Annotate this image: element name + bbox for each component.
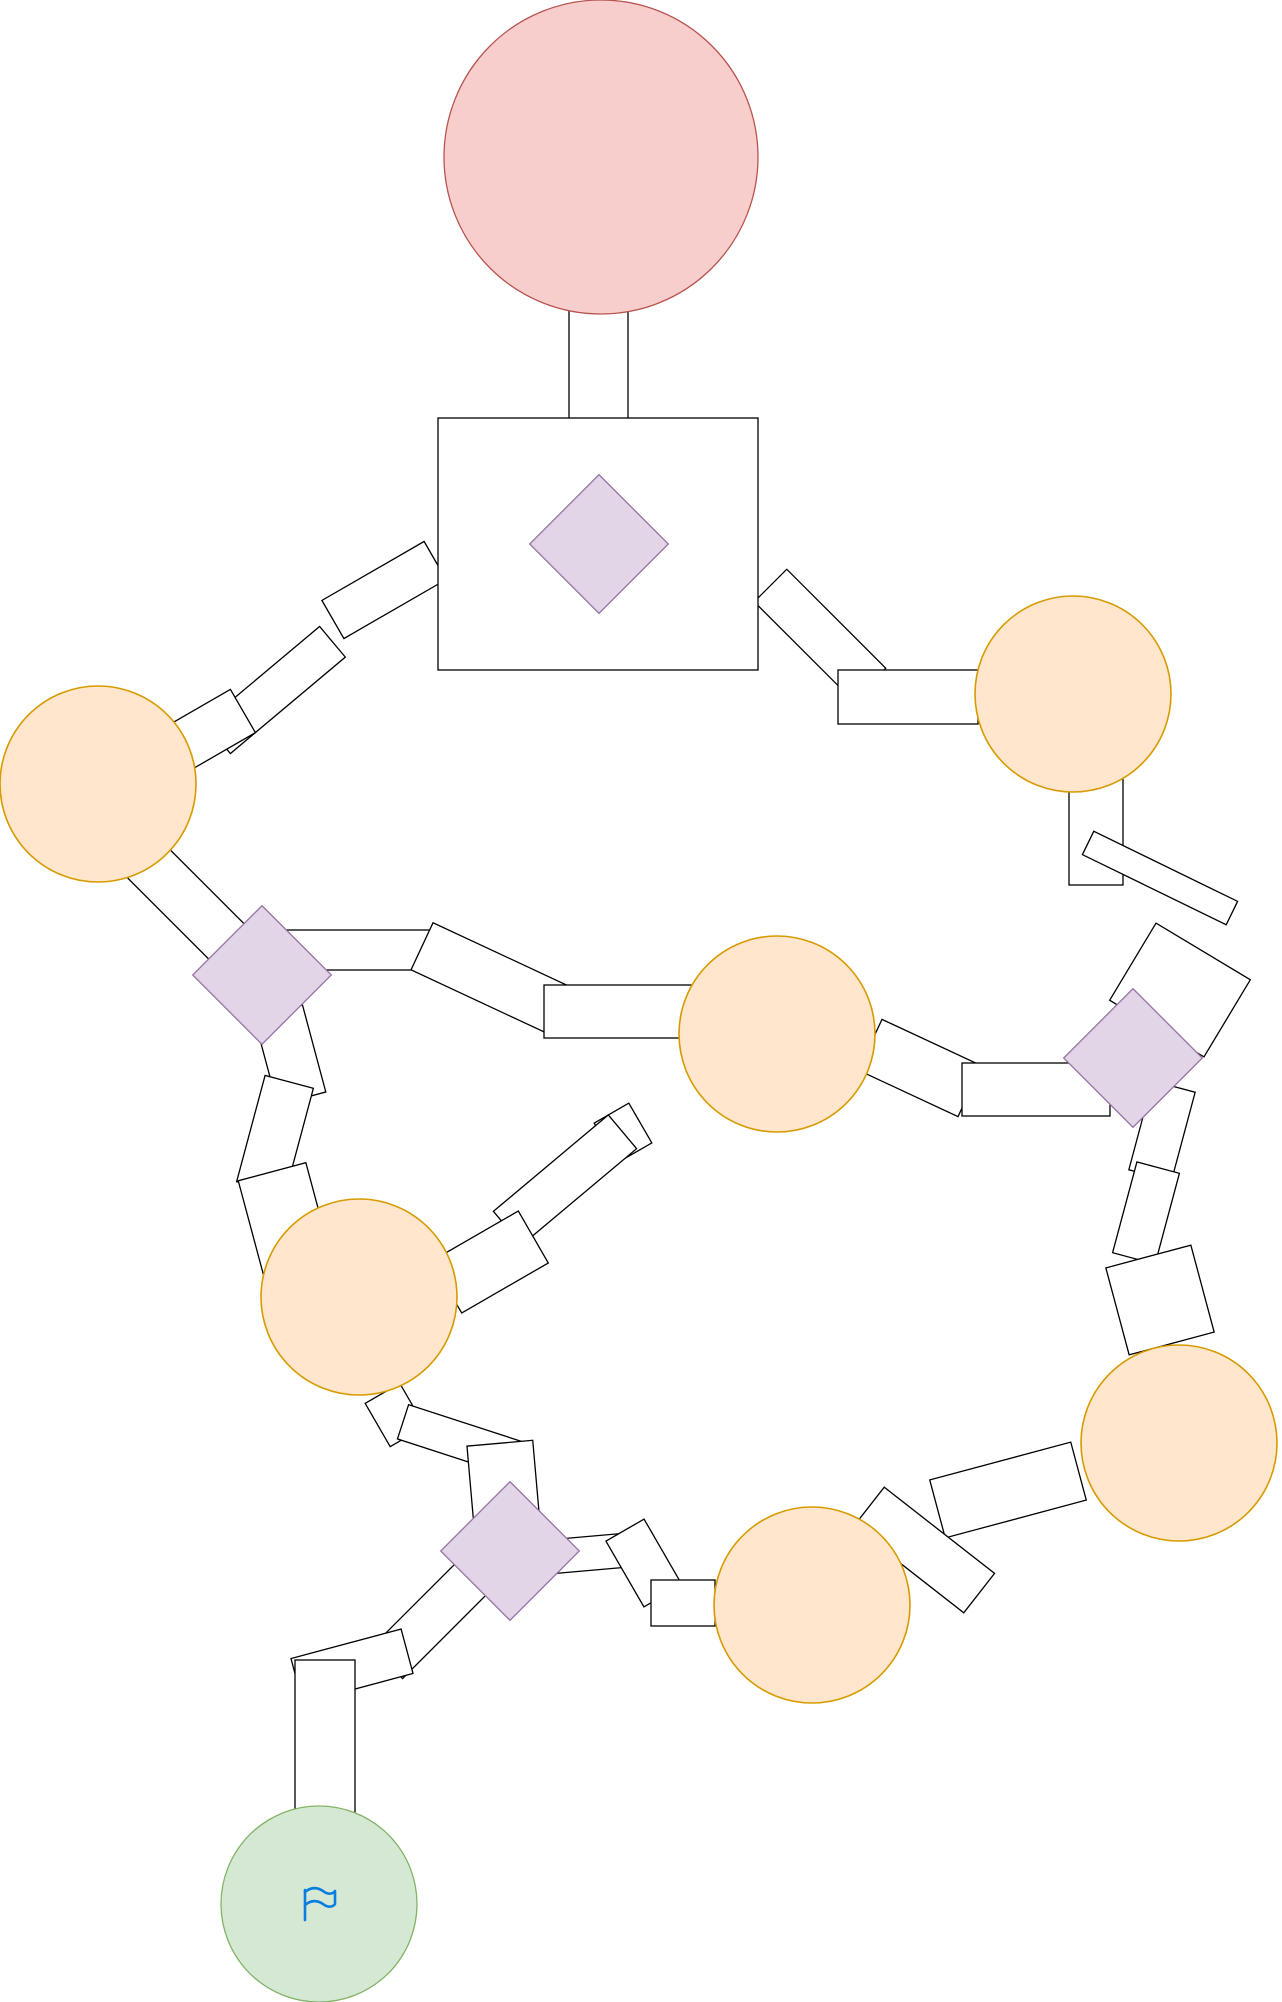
corridor — [1105, 1244, 1215, 1356]
junction-diamond — [439, 1480, 581, 1622]
corridor — [568, 293, 629, 420]
corridor — [1111, 1161, 1181, 1265]
corridor — [928, 1441, 1088, 1539]
corridor — [837, 669, 979, 725]
flag-icon — [303, 1886, 337, 1922]
junction-diamond — [528, 473, 670, 615]
corridor — [650, 1579, 716, 1627]
corridor — [852, 1486, 996, 1614]
room — [260, 1198, 458, 1396]
rooms — [0, 595, 1278, 1704]
corridor — [321, 540, 447, 640]
junction-diamond — [191, 904, 333, 1046]
room — [1080, 1344, 1278, 1542]
junction-diamond — [1062, 987, 1204, 1129]
corridor — [294, 1659, 356, 1825]
room — [713, 1506, 911, 1704]
corridor — [543, 984, 695, 1039]
corridor — [1081, 830, 1239, 926]
junctions — [191, 473, 1204, 1622]
room — [678, 935, 876, 1133]
end-room — [220, 1805, 418, 2002]
room — [0, 685, 197, 883]
start-room — [443, 0, 759, 315]
room — [974, 595, 1172, 793]
